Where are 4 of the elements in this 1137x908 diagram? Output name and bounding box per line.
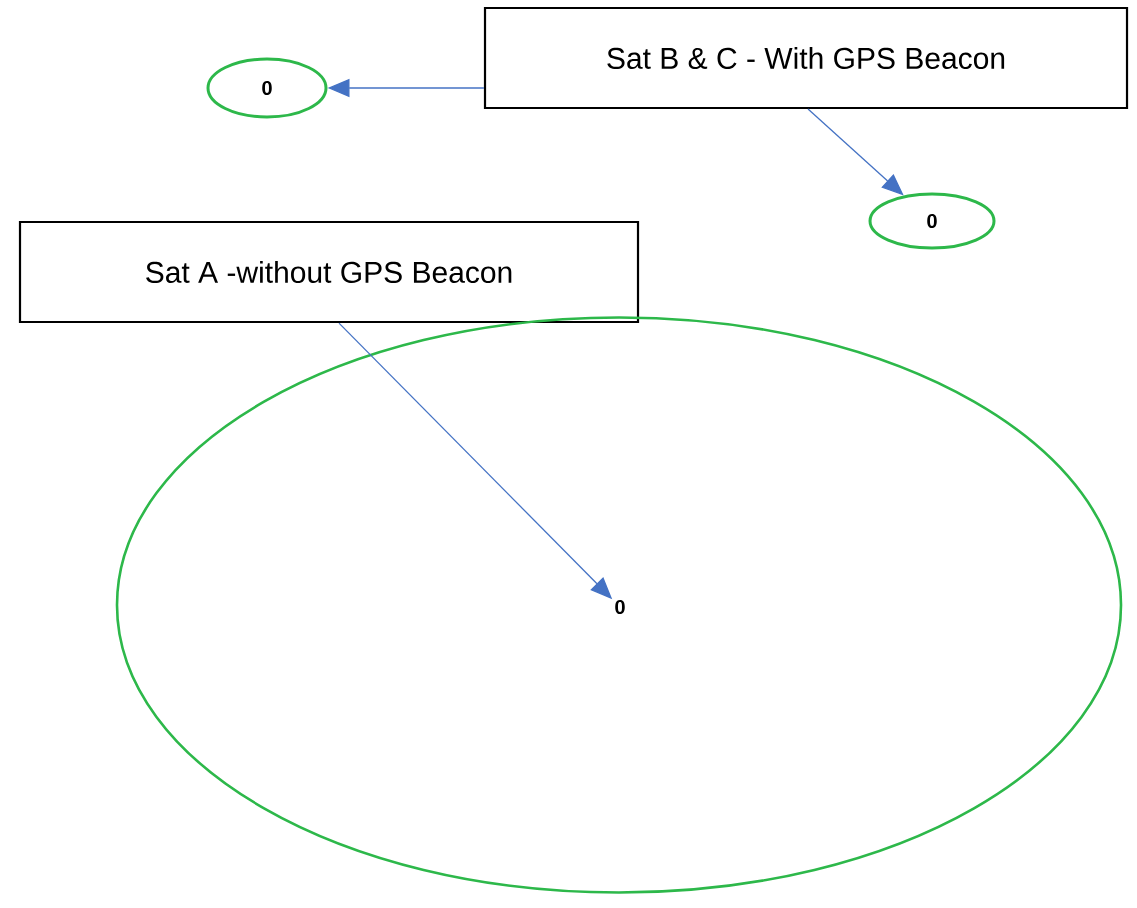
satellite-mark: 0 [615,599,625,615]
label-box: Sat B & C - With GPS Beacon [483,6,1129,110]
orbit-ellipse [115,316,1123,894]
label-box: Sat A -without GPS Beacon [18,220,640,324]
